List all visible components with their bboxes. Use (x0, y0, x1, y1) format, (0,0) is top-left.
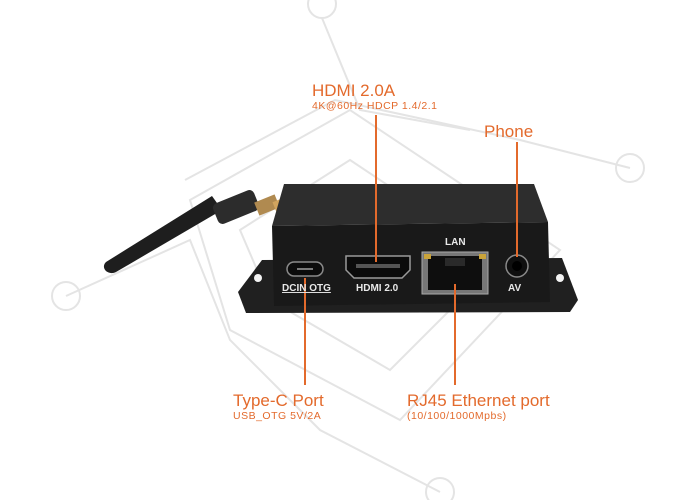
hdmi-callout: HDMI 2.0A 4K@60Hz HDCP 1.4/2.1 (312, 81, 438, 113)
hdmi-callout-title: HDMI 2.0A (312, 81, 396, 100)
callout-lines (304, 115, 518, 385)
phone-callout: Phone (484, 122, 533, 141)
device-top (272, 184, 548, 226)
rj45-callout: RJ45 Ethernet port (10/100/1000Mpbs) (407, 391, 550, 423)
rj45-callout-title: RJ45 Ethernet port (407, 391, 550, 410)
av-port-label: AV (508, 283, 522, 294)
hdmi-port-label: HDMI 2.0 (356, 283, 399, 294)
type-c-callout-subtitle: USB_OTG 5V/2A (233, 410, 322, 422)
watermark (51, 0, 645, 500)
antenna (103, 190, 286, 274)
phone-callout-title: Phone (484, 122, 534, 141)
lan-port-label: LAN (445, 237, 466, 248)
type-c-callout-title: Type-C Port (233, 391, 324, 410)
mounting-hole-right (556, 274, 564, 282)
dcin-otg-label: DCIN OTG (282, 283, 331, 294)
hdmi-callout-subtitle: 4K@60Hz HDCP 1.4/2.1 (312, 100, 438, 112)
type-c-callout: Type-C Port USB_OTG 5V/2A (233, 391, 324, 423)
rj45-callout-subtitle: (10/100/1000Mpbs) (407, 410, 507, 422)
mounting-hole-left (254, 274, 262, 282)
